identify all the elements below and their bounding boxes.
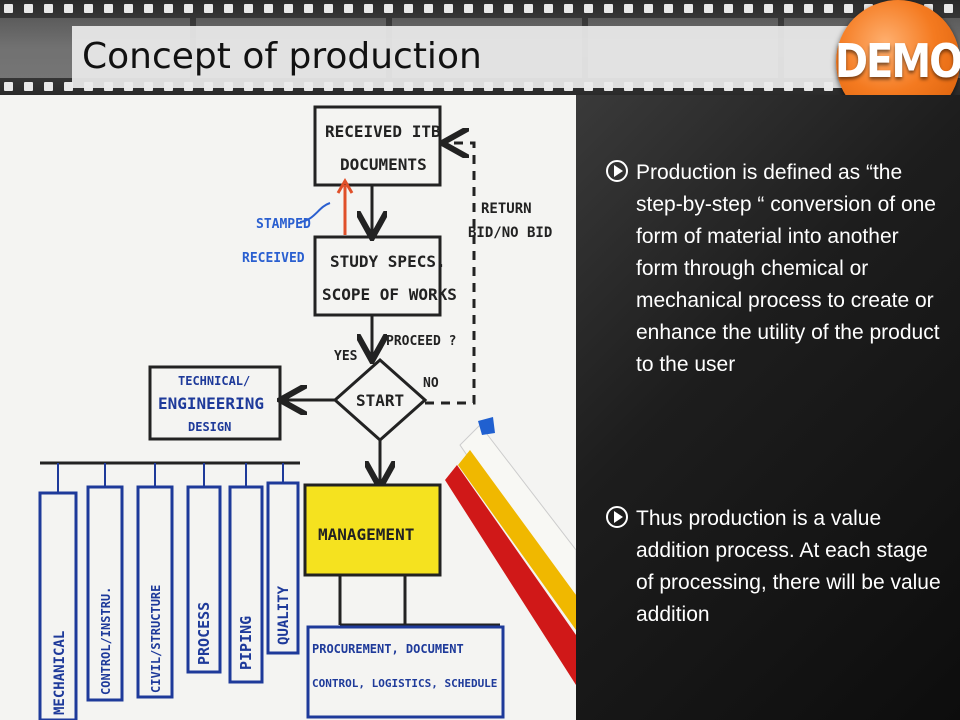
title-bar [72, 26, 872, 88]
procurement-box [306, 625, 505, 719]
technical-line-2: ENGINEERING [158, 394, 264, 413]
discipline-quality: QUALITY [276, 585, 292, 645]
no-label: NO [423, 376, 439, 391]
flowchart-photo: RECEIVED ITB DOCUMENTS STUDY SPECS. SCOP… [0, 95, 576, 720]
flowchart-drawing: RECEIVED ITB DOCUMENTS STUDY SPECS. SCOP… [38, 105, 576, 720]
received-line-1: RECEIVED ITB [325, 122, 441, 141]
discipline-piping: PIPING [237, 616, 255, 670]
play-bullet-icon [606, 160, 628, 182]
bullet-text: Production is defined as “the step-by-st… [636, 161, 940, 376]
stamped-line-2: RECEIVED [242, 251, 305, 266]
bullet-text: Thus production is a value addition proc… [636, 507, 941, 626]
bullet-item: Production is defined as “the step-by-st… [606, 157, 946, 381]
discipline-civil: CIVIL/STRUCTURE [149, 585, 163, 693]
slide-title: Concept of production [82, 36, 482, 77]
yes-label: YES [334, 349, 358, 364]
management-label: MANAGEMENT [318, 525, 414, 544]
sprocket-row-top [0, 4, 960, 16]
content-panel: Production is defined as “the step-by-st… [576, 95, 960, 720]
demo-badge-label: DEMO [834, 35, 960, 89]
procurement-line-2: CONTROL, LOGISTICS, SCHEDULE [312, 677, 497, 690]
red-pencil [445, 465, 576, 685]
procurement-line-1: PROCUREMENT, DOCUMENT [312, 642, 464, 656]
return-line-1: RETURN [481, 201, 532, 217]
management-box [303, 483, 442, 577]
study-line-2: SCOPE OF WORKS [322, 285, 457, 304]
study-line-1: STUDY SPECS. [330, 252, 446, 271]
stamped-line-1: STAMPED [256, 217, 311, 232]
technical-line-1: TECHNICAL/ [178, 374, 250, 388]
technical-line-3: DESIGN [188, 420, 231, 434]
received-line-2: DOCUMENTS [340, 155, 427, 174]
yellow-pencil [458, 450, 576, 630]
return-line-2: BID/NO BID [468, 225, 552, 241]
start-label: START [356, 391, 404, 410]
discipline-control: CONTROL/INSTRU. [99, 587, 113, 695]
play-bullet-icon [606, 506, 628, 528]
bullet-item: Thus production is a value addition proc… [606, 503, 946, 631]
discipline-process: PROCESS [195, 602, 213, 665]
proceed-label: PROCEED ? [386, 334, 456, 349]
discipline-mechanical: MECHANICAL [52, 631, 68, 715]
